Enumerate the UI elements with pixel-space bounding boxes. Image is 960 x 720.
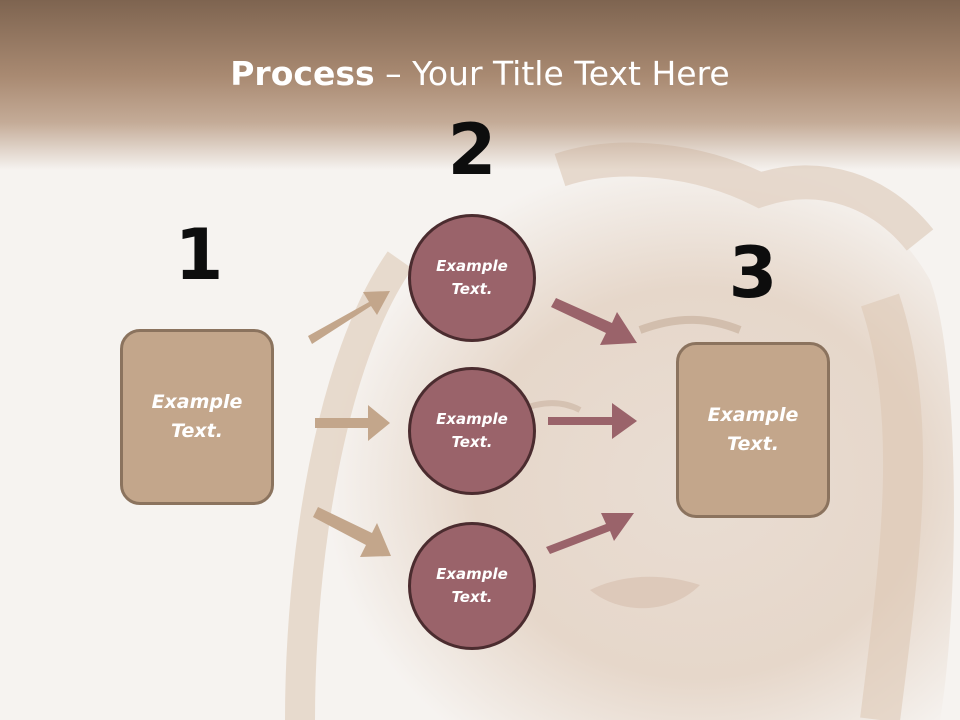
arrow-right-bottom — [546, 513, 634, 554]
step-number-2: 2 — [447, 109, 497, 191]
arrow-left-bottom — [313, 507, 391, 557]
left-box-line2: Text. — [171, 420, 223, 442]
arrow-right-top — [551, 298, 637, 345]
left-box-line1: Example — [151, 391, 243, 413]
right-box-line1: Example — [707, 404, 799, 426]
step-number-3: 3 — [728, 232, 778, 314]
title-bold: Process — [230, 54, 375, 93]
circle-bottom-line1: Example — [436, 565, 508, 583]
slide-title: Process – Your Title Text Here — [0, 54, 960, 94]
arrow-left-middle — [315, 405, 390, 441]
right-box-line2: Text. — [727, 433, 779, 455]
circle-middle-line1: Example — [436, 410, 508, 428]
arrow-right-middle — [548, 403, 637, 439]
circle-top-line1: Example — [436, 257, 508, 275]
circle-middle-line2: Text. — [451, 433, 493, 451]
step-number-1: 1 — [174, 214, 224, 296]
circle-bottom-line2: Text. — [451, 588, 493, 606]
circle-top-line2: Text. — [451, 280, 493, 298]
arrow-left-top — [308, 291, 390, 344]
header-band — [0, 0, 960, 170]
title-rest: – Your Title Text Here — [374, 54, 730, 93]
